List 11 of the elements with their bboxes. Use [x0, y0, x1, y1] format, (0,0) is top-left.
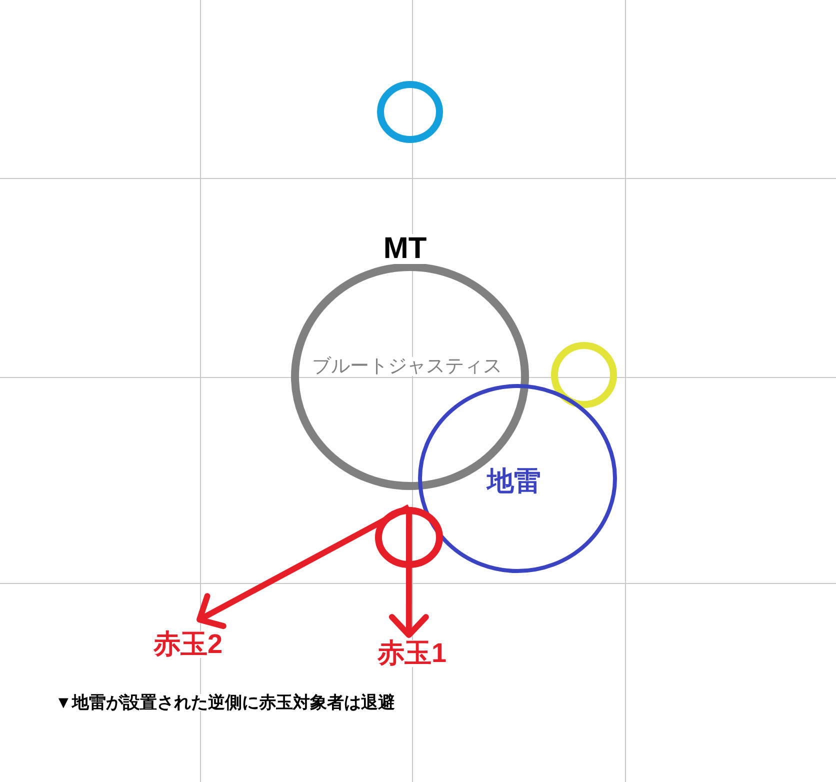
position-circle — [551, 342, 617, 408]
note-text: ▼地雷が設置された逆側に赤玉対象者は退避 — [55, 694, 395, 711]
position-circle — [377, 81, 443, 143]
arrow — [196, 504, 410, 630]
position-circle — [375, 507, 443, 568]
role-label: MT — [383, 234, 427, 264]
boss-name: ブルートジャスティス — [312, 357, 502, 376]
arrow — [388, 507, 429, 638]
target-label: 赤玉2 — [153, 631, 223, 658]
target-label: 赤玉1 — [377, 640, 447, 667]
area-label: 地雷 — [487, 468, 541, 495]
